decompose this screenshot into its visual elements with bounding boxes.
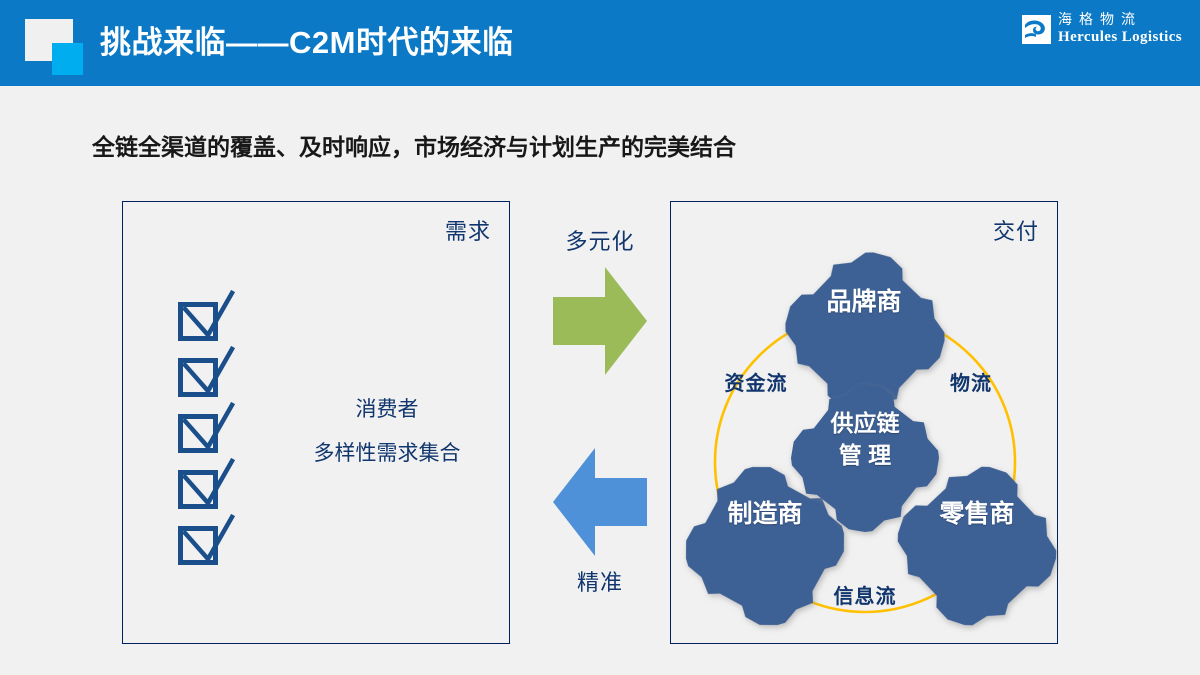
decorative-square-front [52,43,83,75]
checkbox-item [178,345,236,402]
gear-label-manufacturer: 制造商 [727,500,803,528]
scm-line-1: 供应链 [830,410,900,436]
logo-english-name: Hercules Logistics [1058,29,1182,45]
diversification-label: 多元化 [565,229,635,254]
checkbox-list [178,289,236,570]
transition-arrows-column: 多元化 精准 [530,210,670,610]
demand-panel-tag: 需求 [444,219,491,244]
flow-label-logistics: 物流 [950,373,992,395]
logo-chinese-name: 海格物流 [1058,12,1142,28]
demand-panel: 需求 [122,201,510,644]
scm-line-2: 管 理 [838,442,892,468]
page-title: 挑战来临——C2M时代的来临 [100,25,514,60]
gear-label-supply-chain-management: 供应链 管 理 [785,407,945,471]
wave-logo-icon [1022,14,1051,44]
checkbox-item [178,289,236,346]
delivery-panel-tag: 交付 [992,219,1039,244]
logo-text: 海格物流 Hercules Logistics [1058,13,1182,45]
left-arrow-icon [553,448,647,561]
supply-chain-gear-diagram: 品牌商 制造商 零售商 供应链 管 理 资金流 物流 信息流 [671,202,1059,645]
flow-label-information: 信息流 [833,586,897,608]
company-logo: 海格物流 Hercules Logistics [1022,13,1182,45]
consumer-line-1: 消费者 [355,398,419,421]
header-bar: 挑战来临——C2M时代的来临 海格物流 Hercules Logistics [0,0,1200,86]
precision-label: 精准 [576,570,623,595]
right-arrow-icon [553,267,647,380]
flow-label-capital: 资金流 [724,373,788,395]
gear-label-brand: 品牌商 [826,288,902,316]
checkbox-item [178,513,236,570]
subtitle-heading: 全链全渠道的覆盖、及时响应，市场经济与计划生产的完美结合 [92,134,736,160]
consumer-text-block: 消费者 多样性需求集合 [273,388,501,476]
checkbox-item [178,457,236,514]
checkbox-item [178,401,236,458]
delivery-panel: 交付 [670,201,1059,645]
consumer-line-2: 多样性需求集合 [313,442,461,465]
gear-label-retailer: 零售商 [939,500,1015,528]
